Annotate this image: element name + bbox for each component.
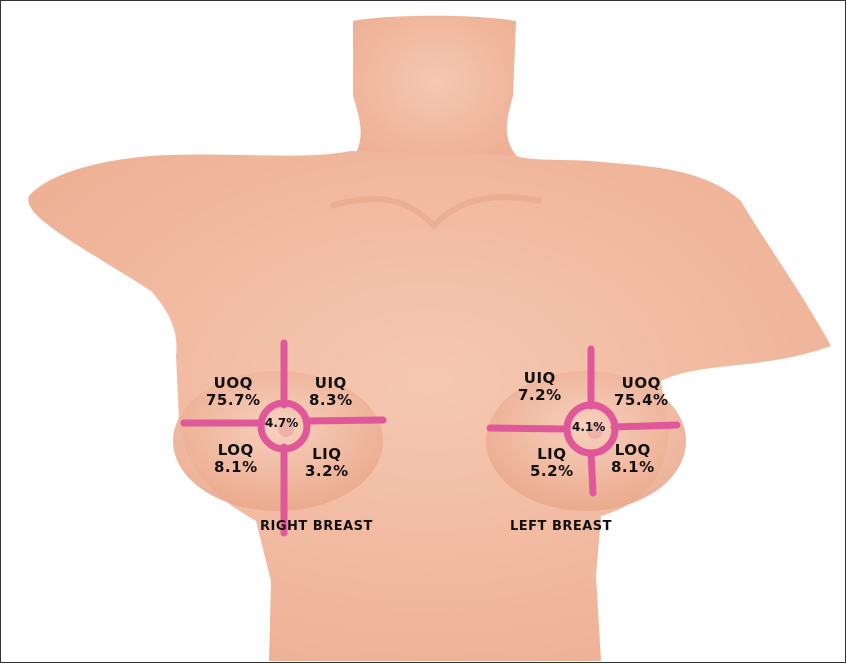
left-loq-name: LOQ: [611, 442, 655, 459]
right-liq-name: LIQ: [305, 446, 349, 463]
left-uiq-label: UIQ 7.2%: [518, 370, 562, 405]
right-liq-value: 3.2%: [305, 463, 349, 480]
left-uiq-value: 7.2%: [518, 387, 562, 404]
right-breast-title: RIGHT BREAST: [260, 520, 373, 535]
right-loq-label: LOQ 8.1%: [214, 442, 258, 477]
left-uiq-name: UIQ: [518, 370, 562, 387]
left-uoq-label: UOQ 75.4%: [614, 375, 669, 410]
left-loq-label: LOQ 8.1%: [611, 442, 655, 477]
right-uoq-value: 75.7%: [206, 392, 261, 409]
right-uoq-label: UOQ 75.7%: [206, 375, 261, 410]
left-liq-value: 5.2%: [530, 463, 574, 480]
right-center-value: 4.7%: [265, 417, 298, 431]
right-uiq-value: 8.3%: [309, 392, 353, 409]
right-uiq-label: UIQ 8.3%: [309, 375, 353, 410]
left-liq-label: LIQ 5.2%: [530, 446, 574, 481]
right-liq-label: LIQ 3.2%: [305, 446, 349, 481]
neck: [351, 16, 521, 161]
left-breast-title: LEFT BREAST: [510, 520, 612, 535]
right-loq-name: LOQ: [214, 442, 258, 459]
left-uoq-value: 75.4%: [614, 392, 669, 409]
right-loq-value: 8.1%: [214, 459, 258, 476]
right-uoq-name: UOQ: [206, 375, 261, 392]
left-loq-value: 8.1%: [611, 459, 655, 476]
left-center-value: 4.1%: [572, 421, 605, 435]
right-uiq-name: UIQ: [309, 375, 353, 392]
torso: [28, 151, 831, 661]
left-uoq-name: UOQ: [614, 375, 669, 392]
left-liq-name: LIQ: [530, 446, 574, 463]
